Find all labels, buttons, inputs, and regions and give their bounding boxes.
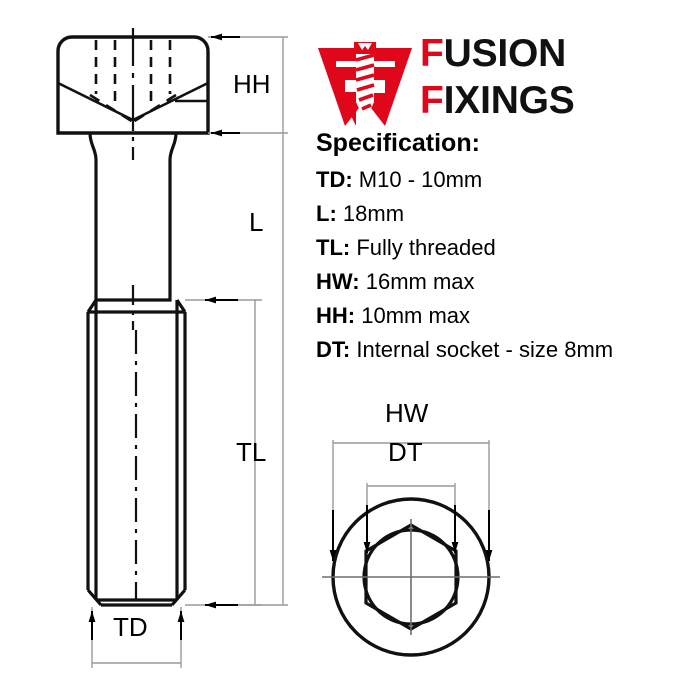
brand-rest-usion: USION [443,32,567,75]
head-socket-hidden-lines [94,40,172,101]
spec-key-l: L: [316,201,337,226]
spec-row-td: TD: M10 - 10mm [316,163,700,197]
dimension-hw [329,440,493,561]
spec-key-tl: TL: [316,235,351,260]
screw-ff-monogram-icon [318,42,412,126]
spec-value-dt: Internal socket - size 8mm [356,337,614,362]
head-chamfer-lines [56,81,209,122]
spec-key-td: TD: [316,167,353,192]
spec-key-dt: DT: [316,337,351,362]
spec-row-l: L: 18mm [316,197,700,231]
bolt-thread-body [86,299,187,607]
specification-panel: Specification: TD: M10 - 10mm L: 18mm TL… [316,126,700,367]
spec-row-tl: TL: Fully threaded [316,231,700,265]
dimension-hh [208,33,288,137]
brand-rest-ixings: IXINGS [443,79,575,122]
spec-key-hh: HH: [316,303,356,328]
spec-value-hh: 10mm max [361,303,471,328]
dimension-dt [363,483,459,553]
spec-value-tl: Fully threaded [356,235,496,260]
side-view-centreline [131,28,138,600]
dimension-label-tl: TL [236,437,267,467]
brand-logo: FUSION FIXINGS [316,28,692,128]
dimension-label-td: TD [113,612,148,642]
spec-value-td: M10 - 10mm [358,167,483,192]
brand-wordmark-line-1: FUSION [420,30,692,77]
dimension-label-hh: HH [233,69,271,99]
brand-wordmark: FUSION FIXINGS [420,30,692,126]
head-socket-hidden-v [89,93,177,124]
end-view-centreline [322,519,500,635]
spec-row-hh: HH: 10mm max [316,299,700,333]
dimension-label-hw: HW [385,398,429,428]
dimension-l [208,133,288,606]
spec-key-hw: HW: [316,269,360,294]
dimension-label-l: L [249,207,264,237]
brand-wordmark-line-2: FIXINGS [420,77,692,124]
spec-row-dt: DT: Internal socket - size 8mm [316,333,700,367]
spec-row-hw: HW: 16mm max [316,265,700,299]
brand-initial-f1: F [420,32,444,75]
brand-initial-f2: F [420,79,444,122]
dimension-td [88,607,185,668]
spec-value-hw: 16mm max [365,269,475,294]
dimension-tl [185,296,262,609]
specification-title: Specification: [316,129,480,157]
spec-value-l: 18mm [342,201,405,226]
dimension-label-dt: DT [388,437,423,467]
